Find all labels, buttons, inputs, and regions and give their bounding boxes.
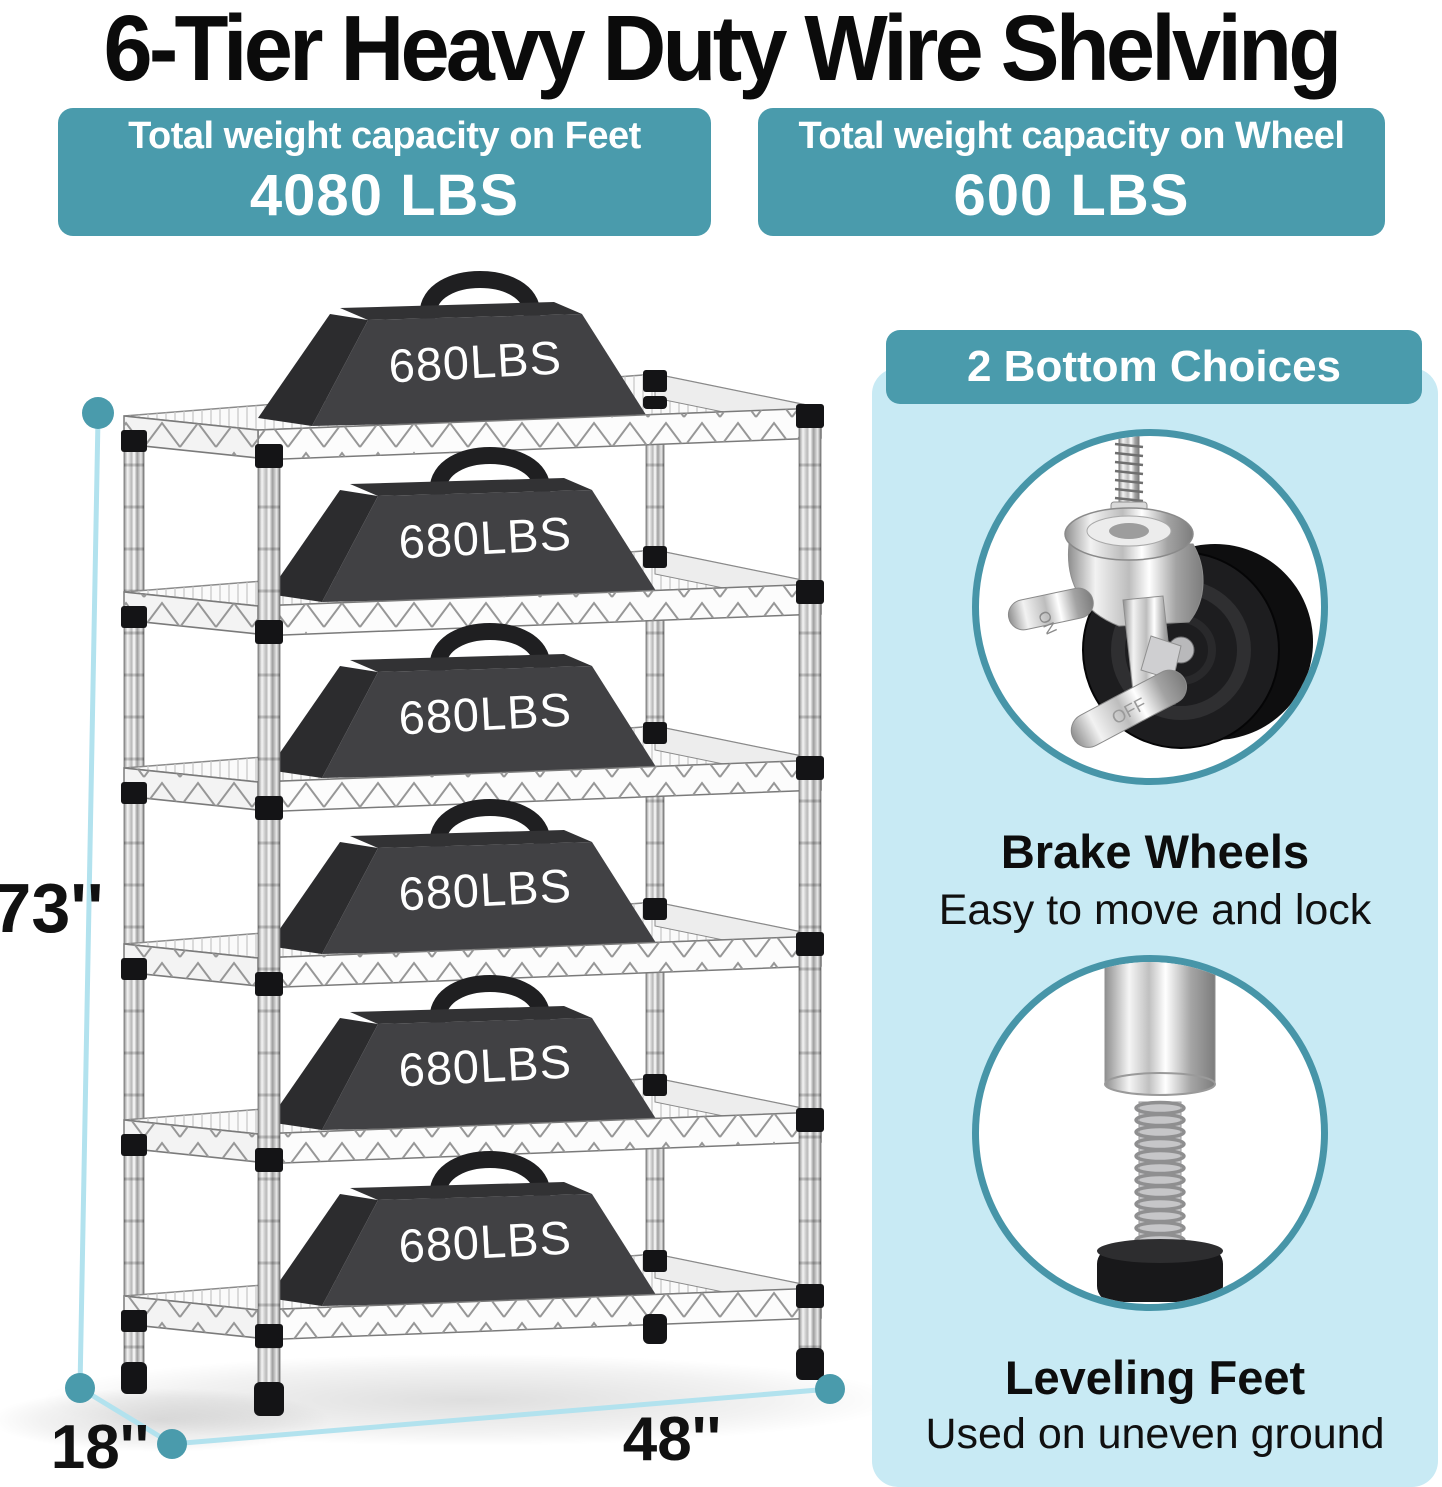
weight-block: 680LBS: [268, 623, 658, 778]
dimension-dot-bottom-left: [65, 1373, 95, 1403]
bottom-choices-header: 2 Bottom Choices: [886, 330, 1422, 404]
leveling-foot-image: [972, 955, 1328, 1311]
leveling-foot-icon: [1097, 962, 1223, 1302]
depth-dimension-label: 18'': [51, 1413, 149, 1482]
weight-block: 680LBS: [268, 447, 658, 602]
brake-wheel-image: ON OFF: [972, 429, 1328, 785]
capacity-banner-feet: Total weight capacity on Feet 4080 LBS: [58, 108, 711, 236]
dimension-annotations: 73'' 18'' 48'': [0, 397, 845, 1482]
page-title-text: 6-Tier Heavy Duty Wire Shelving: [103, 0, 1343, 100]
brake-off-lever: OFF: [1070, 635, 1188, 748]
option-name-leveling-feet: Leveling Feet: [1004, 1351, 1306, 1404]
capacity-banner-wheel-value: 600 LBS: [953, 163, 1190, 228]
capacity-banner-feet-value: 4080 LBS: [249, 163, 520, 228]
height-dimension-label: 73'': [0, 869, 104, 947]
weight-label: 680LBS: [397, 683, 573, 745]
option-desc-leveling-feet: Used on uneven ground: [925, 1410, 1385, 1458]
weight-block: 680LBS: [258, 271, 648, 426]
dimension-dot-top: [82, 397, 114, 429]
swivel-housing: [1064, 507, 1204, 711]
post-sleeve: [1104, 962, 1216, 1096]
weight-block: 680LBS: [268, 799, 658, 954]
weight-block: 680LBS: [268, 975, 658, 1130]
shelf-tier-3: 680LBS: [123, 623, 822, 813]
shelf-tier-4: 680LBS: [123, 799, 822, 989]
capacity-banner-feet-label: Total weight capacity on Feet: [128, 115, 641, 157]
bottom-choices-panel: 2 Bottom Choices: [872, 330, 1438, 1487]
shelf-tier-1: 680LBS: [123, 271, 822, 461]
weight-block: 680LBS: [268, 1151, 658, 1306]
page-title: 6-Tier Heavy Duty Wire Shelving: [0, 0, 1442, 100]
option-name-brake-wheels: Brake Wheels: [1000, 825, 1310, 878]
caster-wheel-icon: ON OFF: [1007, 436, 1313, 749]
weight-label: 680LBS: [397, 859, 573, 921]
rack-front-posts: [257, 417, 822, 1415]
dimension-dot-right: [815, 1374, 845, 1404]
weight-label: 680LBS: [397, 1035, 573, 1097]
shelf-tier-6: 680LBS: [123, 1151, 822, 1341]
threaded-stem: [1110, 436, 1148, 519]
weight-label: 680LBS: [397, 507, 573, 569]
option-desc-brake-wheels: Easy to move and lock: [938, 886, 1372, 934]
weight-label: 680LBS: [397, 1211, 573, 1273]
weight-label: 680LBS: [387, 331, 563, 393]
threaded-rod: [1134, 1100, 1186, 1249]
dimension-dot-front: [157, 1429, 187, 1459]
shelf-tier-2: 680LBS: [123, 447, 822, 637]
width-dimension-label: 48'': [623, 1405, 721, 1474]
shelf-tier-5: 680LBS: [123, 975, 822, 1165]
capacity-banner-wheel: Total weight capacity on Wheel 600 LBS: [758, 108, 1385, 236]
foot-pad: [1097, 1239, 1223, 1302]
post-collars-and-feet: [121, 370, 824, 1416]
capacity-banner-wheel-label: Total weight capacity on Wheel: [798, 115, 1345, 157]
